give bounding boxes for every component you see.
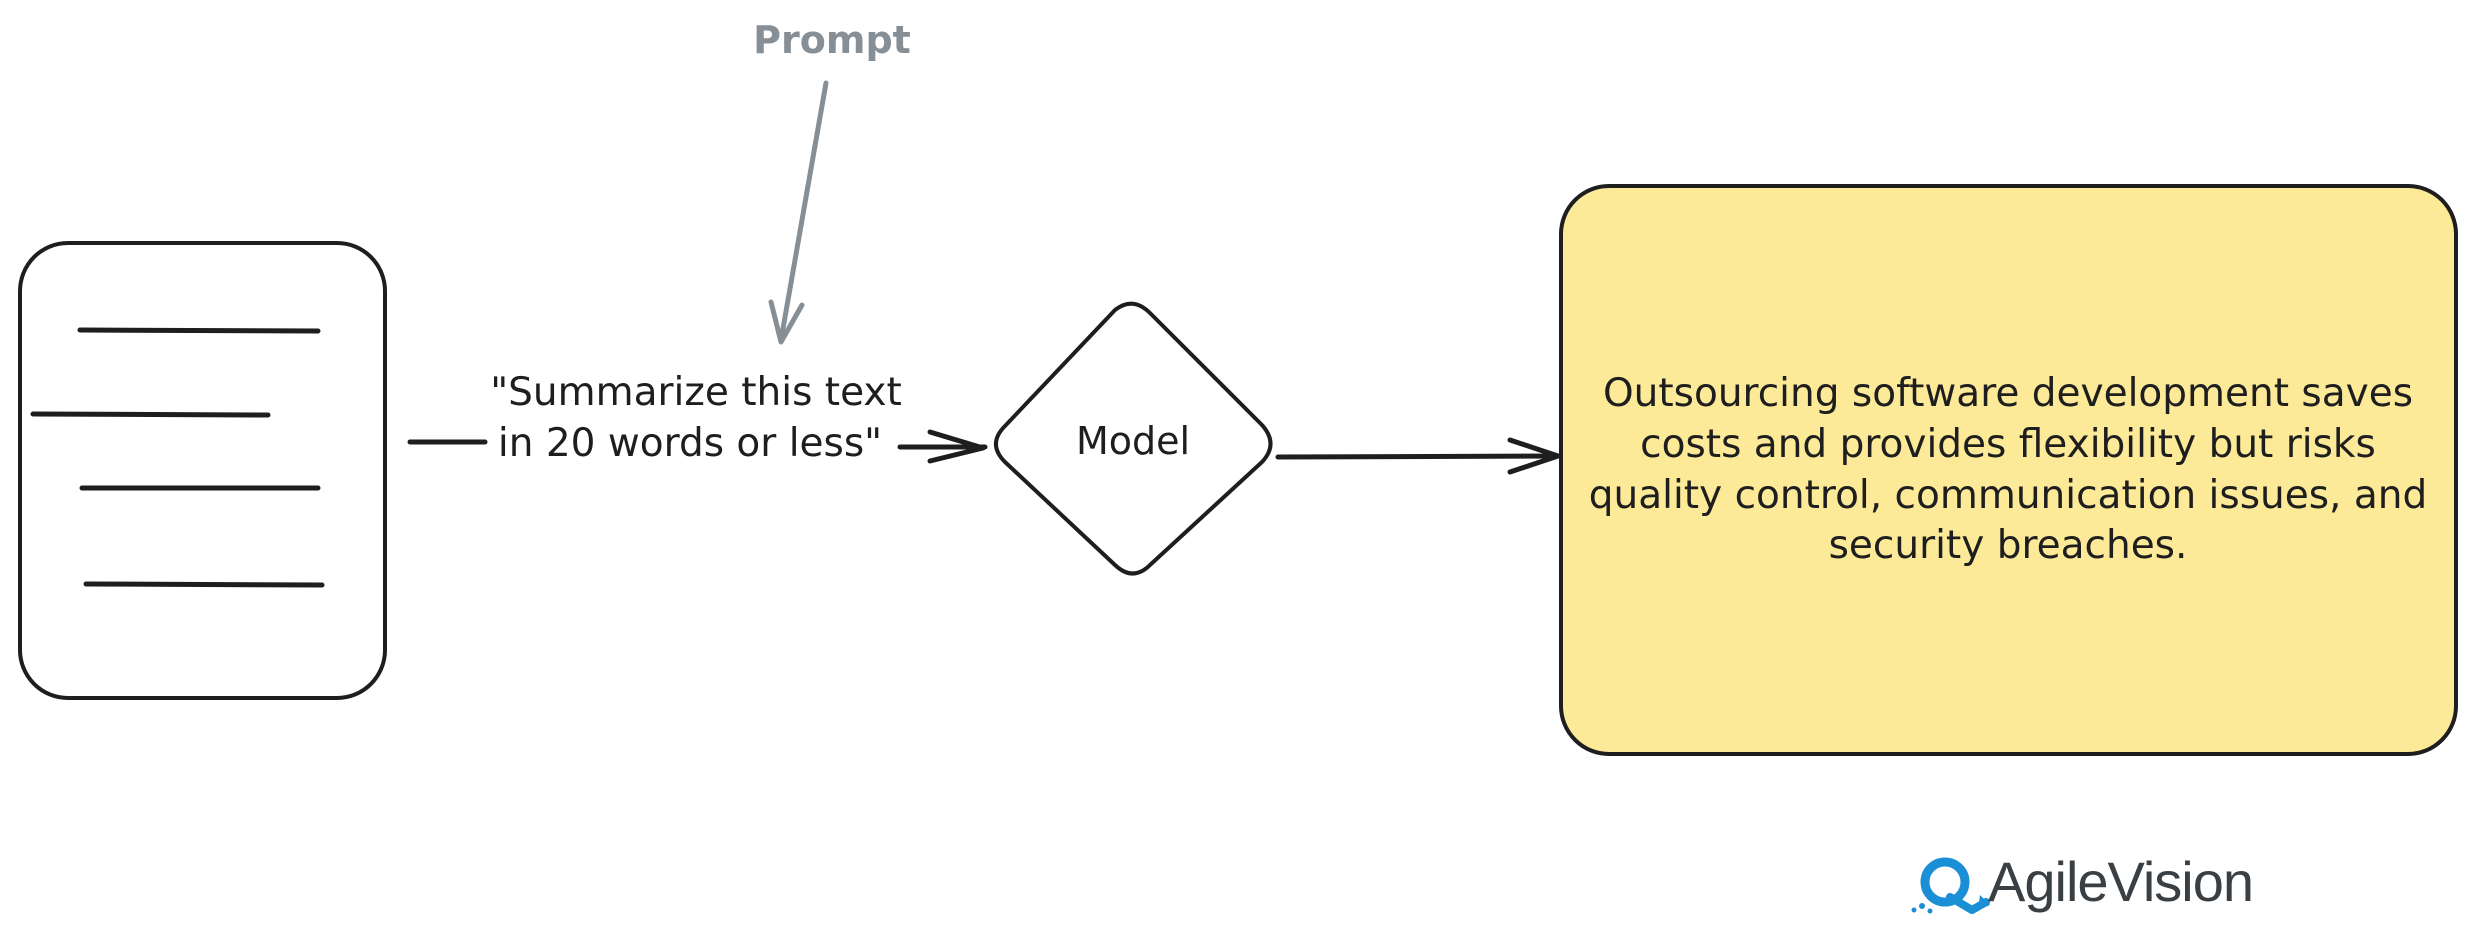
document-text-line [30,411,271,418]
model-label: Model [1076,419,1190,463]
prompt-arrow [768,80,829,345]
output-arrow [1275,437,1561,475]
summary-box-border [1559,184,2458,756]
prompt-quote-line-1: "Summarize this text [490,370,902,415]
summary-line-3: quality control, communication issues, a… [1589,473,2427,518]
agilevision-logo: AgileVision [1911,850,2254,914]
agilevision-logo-text: AgileVision [1988,850,2253,913]
summary-line-2: costs and provides flexibility but risks [1640,422,2376,467]
summary-line-4: security breaches. [1829,523,2188,568]
model-node: Model [994,301,1273,576]
summary-line-1: Outsourcing software development saves [1603,371,2413,416]
document-text-line [77,327,321,334]
document-text-line [83,581,325,588]
prompt-label: Prompt [753,18,911,62]
prompt-quote-line-2: in 20 words or less" [498,421,882,466]
summary-box: Outsourcing software development saves c… [1559,184,2458,756]
input-document [18,241,387,700]
agilevision-logo-icon [1911,857,1990,914]
model-diamond [994,301,1273,576]
input-document-border [18,241,387,700]
input-arrow [407,429,988,464]
